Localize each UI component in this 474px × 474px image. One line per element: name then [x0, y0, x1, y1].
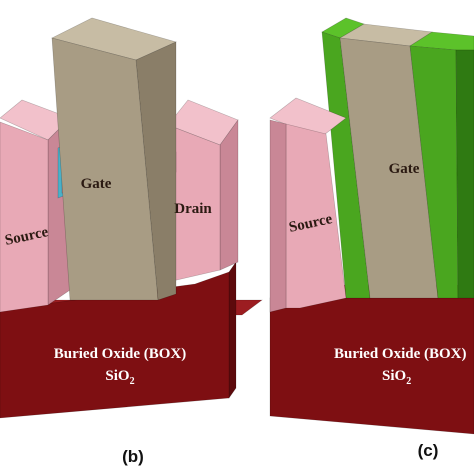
box-label-b: Buried Oxide (BOX) — [54, 346, 187, 362]
box-front-c — [269, 297, 474, 435]
source-side-c — [269, 119, 287, 313]
gate-label-c: Gate — [389, 161, 420, 177]
sio2-label-c: SiO2 — [382, 368, 411, 387]
drain-fin-b — [167, 99, 239, 283]
panel-c-caption: (c) — [418, 441, 439, 460]
gate-c — [321, 17, 474, 299]
panel-b-caption: (b) — [122, 447, 144, 466]
source-front-b — [0, 121, 49, 313]
source-fin-c — [269, 97, 347, 313]
sio2-label-b: SiO2 — [105, 368, 134, 387]
drain-side-b — [219, 119, 239, 271]
panel-c: Source Gate Buried Oxide (BOX) SiO2 (c) — [269, 17, 474, 460]
spacer-right-side-c — [455, 49, 474, 299]
panel-b: Source Gate Drain Buried Oxide (BOX) SiO… — [0, 17, 263, 466]
spacer-right-top-c — [409, 31, 474, 51]
box-side-b — [228, 261, 237, 399]
gate-front-b — [51, 37, 159, 301]
box-layer-b — [0, 261, 263, 419]
box-label-c: Buried Oxide (BOX) — [334, 346, 467, 362]
drain-label-b: Drain — [174, 201, 212, 217]
gate-label-b: Gate — [81, 176, 112, 192]
gate-side-b — [135, 41, 177, 301]
gate-b — [51, 17, 177, 301]
